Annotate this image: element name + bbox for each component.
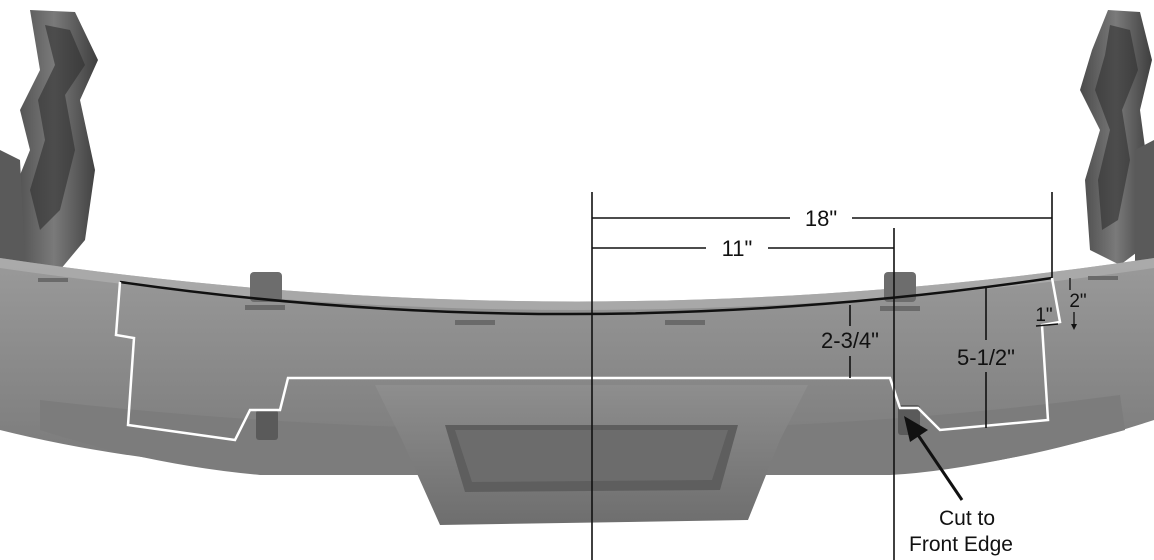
dimension-2 (1069, 278, 1077, 330)
left-bracket (0, 10, 98, 270)
dimension-5-1-2-label: 5-1/2" (957, 345, 1015, 370)
dimension-1 (1035, 323, 1059, 327)
dimension-11-label: 11" (722, 236, 753, 261)
callout-text-line2: Front Edge (909, 533, 1013, 556)
top-slots (38, 276, 1118, 325)
dimension-2-3-4-label: 2-3/4" (821, 328, 879, 353)
left-tab (250, 272, 282, 302)
dimension-1-label: 1" (1035, 305, 1052, 326)
callout-arrow (904, 416, 964, 501)
top-edge-line (119, 276, 1053, 316)
right-bracket (1080, 10, 1154, 265)
cut-outline (114, 277, 1062, 442)
bumper-body (0, 258, 1154, 470)
dimension-18 (591, 192, 1053, 560)
dimension-2-label: 2" (1069, 291, 1086, 312)
right-tab (884, 272, 916, 302)
dimension-18-label: 18" (805, 206, 837, 231)
left-lower-tab (256, 410, 278, 440)
dimension-11 (592, 228, 895, 560)
callout-text-line1: Cut to (939, 507, 995, 530)
